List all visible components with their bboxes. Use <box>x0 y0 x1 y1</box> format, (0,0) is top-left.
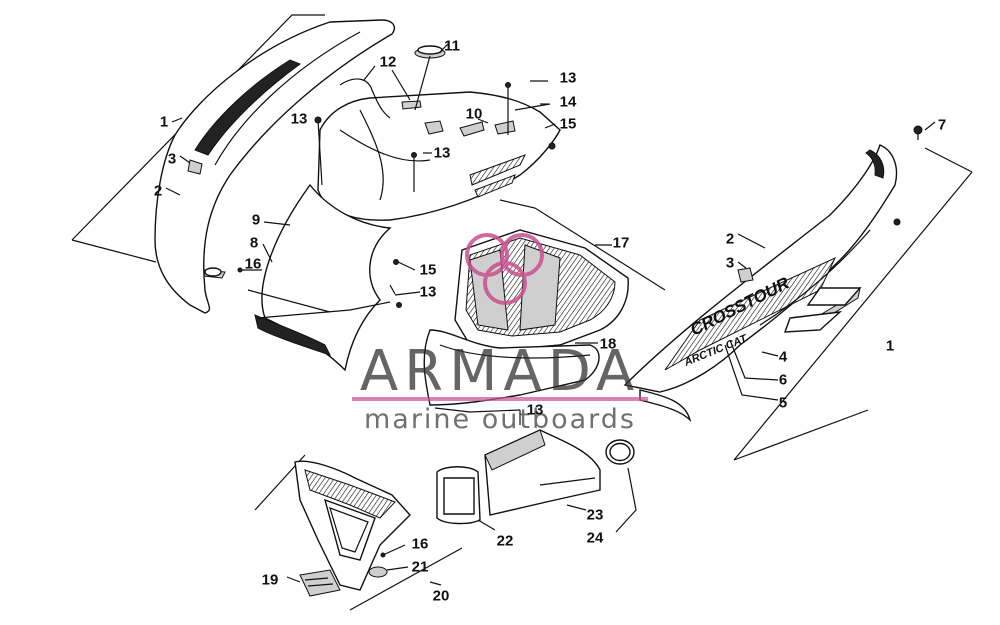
part-number-label-4: 4 <box>779 349 788 366</box>
part-number-label-7: 7 <box>938 117 946 134</box>
part-number-label-9: 9 <box>252 212 260 229</box>
part-number-label-2a: 2 <box>154 183 162 200</box>
part-number-label-3a: 3 <box>168 151 176 168</box>
part-number-label-17: 17 <box>613 235 630 252</box>
lower-air-intake <box>254 454 463 611</box>
air-duct-assembly <box>436 429 637 533</box>
part-number-label-15a: 15 <box>560 116 577 133</box>
part-number-label-18: 18 <box>600 336 617 353</box>
part-number-label-10: 10 <box>466 106 483 123</box>
part-number-label-3b: 3 <box>726 255 734 272</box>
part-number-label-1b: 1 <box>886 338 894 355</box>
part-number-label-11: 11 <box>444 38 460 55</box>
part-number-label-23: 23 <box>587 507 604 524</box>
part-number-label-13e: 13 <box>527 402 544 419</box>
watermark-subtitle: marine outboards <box>364 404 636 435</box>
part-number-label-8: 8 <box>250 235 258 252</box>
part-number-label-16b: 16 <box>412 536 429 553</box>
part-number-label-5: 5 <box>779 395 787 412</box>
part-number-label-22: 22 <box>497 533 514 550</box>
part-number-label-19: 19 <box>262 572 279 589</box>
part-number-label-16a: 16 <box>245 256 262 273</box>
part-number-label-6: 6 <box>779 372 787 389</box>
left-side-panel <box>71 14 396 314</box>
front-nose-assembly <box>204 43 561 372</box>
part-number-label-14: 14 <box>560 94 577 111</box>
part-number-label-21: 21 <box>412 559 429 576</box>
part-number-label-1a: 1 <box>160 114 168 131</box>
part-number-label-13a: 13 <box>291 111 308 128</box>
part-number-label-13b: 13 <box>560 70 577 87</box>
part-number-label-12: 12 <box>380 54 397 71</box>
part-number-label-24: 24 <box>587 530 604 547</box>
part-number-label-2b: 2 <box>726 231 734 248</box>
part-number-label-13c: 13 <box>434 145 451 162</box>
right-side-panel: CROSSTOUR ARCTIC CAT <box>623 121 973 461</box>
part-number-label-13d: 13 <box>420 284 437 301</box>
part-number-label-15b: 15 <box>420 262 437 279</box>
part-number-label-20: 20 <box>433 588 450 605</box>
